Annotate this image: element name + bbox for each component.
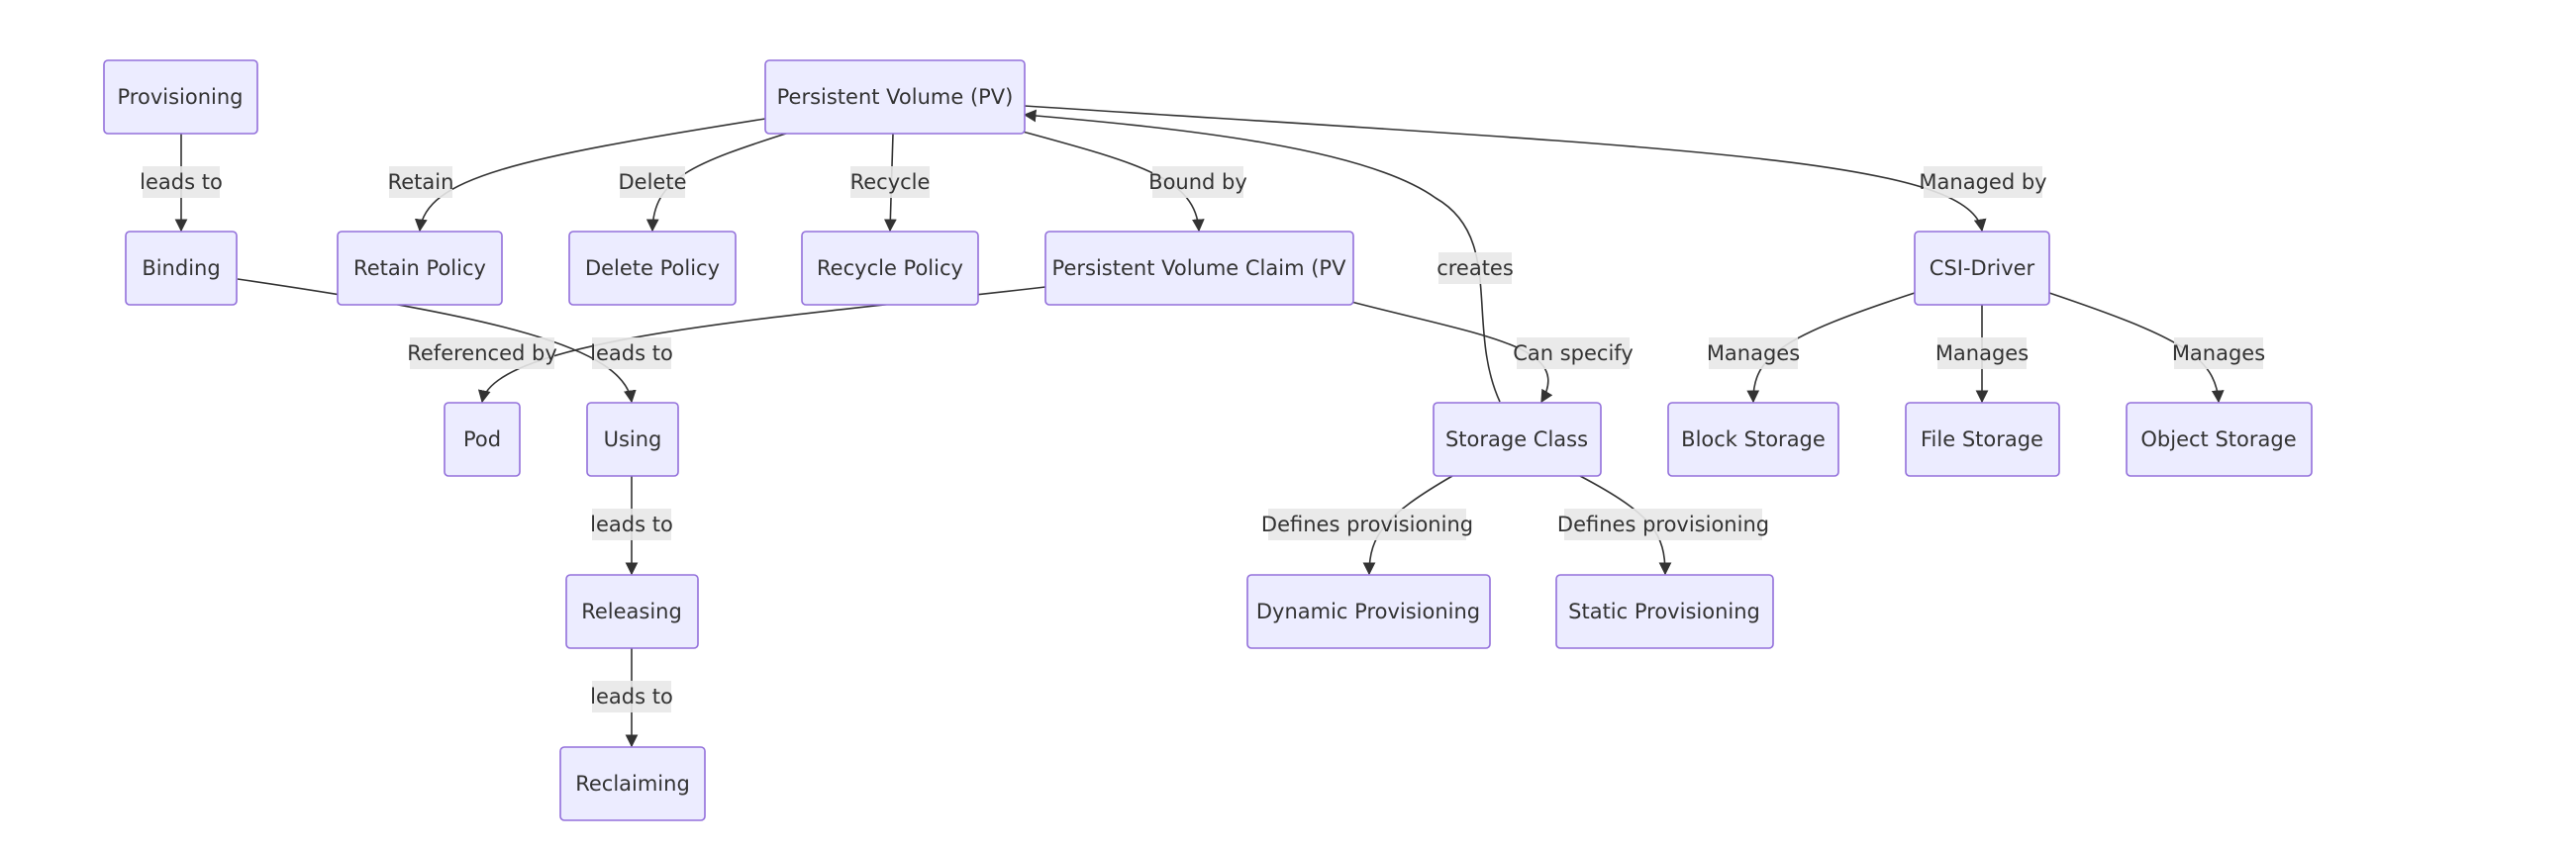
edge-label-delete: Delete — [619, 166, 687, 198]
svg-text:Object Storage: Object Storage — [2140, 427, 2296, 451]
edge-label-leads-to: leads to — [590, 337, 673, 369]
svg-text:Retain Policy: Retain Policy — [353, 256, 486, 280]
edge-label-creates: creates — [1437, 252, 1514, 284]
edge-pv-delete-policy — [645, 131, 793, 233]
edge-binding-using — [237, 278, 637, 404]
edge-label-can-specify: Can specify — [1513, 337, 1634, 369]
svg-text:Pod: Pod — [463, 427, 501, 451]
edge-pv-csi-driver — [1024, 105, 1987, 233]
node-provisioning: Provisioning — [103, 59, 258, 135]
edge-label-manages: Manages — [1707, 337, 1800, 369]
svg-text:Block Storage: Block Storage — [1681, 427, 1826, 451]
edge-pvc-storage-class — [1350, 301, 1553, 404]
svg-text:Manages: Manages — [1935, 341, 2029, 365]
svg-text:creates: creates — [1437, 256, 1514, 280]
svg-text:Releasing: Releasing — [581, 600, 682, 623]
node-binding: Binding — [125, 231, 238, 306]
node-persistent-volume-claim: Persistent Volume Claim (PV — [1044, 231, 1354, 306]
edge-label-bound-by: Bound by — [1148, 166, 1247, 198]
node-retain-policy: Retain Policy — [337, 231, 503, 306]
node-persistent-volume: Persistent Volume (PV) — [764, 59, 1026, 135]
edge-label-defines-provisioning: Defines provisioning — [1557, 509, 1769, 540]
node-recycle-policy: Recycle Policy — [801, 231, 979, 306]
edge-label-leads-to: leads to — [590, 681, 673, 712]
svg-text:Recycle Policy: Recycle Policy — [817, 256, 963, 280]
svg-text:Managed by: Managed by — [1919, 170, 2046, 194]
svg-text:Reclaiming: Reclaiming — [575, 772, 690, 796]
edge-label-leads-to: leads to — [140, 166, 223, 198]
svg-text:leads to: leads to — [590, 341, 673, 365]
svg-text:Dynamic Provisioning: Dynamic Provisioning — [1256, 600, 1480, 623]
svg-text:Referenced by: Referenced by — [407, 341, 557, 365]
svg-text:Delete Policy: Delete Policy — [585, 256, 720, 280]
svg-text:Recycle: Recycle — [850, 170, 931, 194]
edge-label-retain: Retain — [388, 166, 454, 198]
node-static-provisioning: Static Provisioning — [1555, 574, 1774, 649]
edge-label-manages: Manages — [1935, 337, 2029, 369]
node-storage-class: Storage Class — [1433, 402, 1602, 477]
svg-text:File Storage: File Storage — [1921, 427, 2043, 451]
edge-label-managed-by: Managed by — [1919, 166, 2047, 198]
edge-pv-retain-policy — [414, 118, 766, 233]
node-pod: Pod — [444, 402, 521, 477]
svg-text:Can specify: Can specify — [1513, 341, 1634, 365]
svg-text:Retain: Retain — [388, 170, 454, 194]
svg-text:Storage Class: Storage Class — [1445, 427, 1588, 451]
edge-label-leads-to: leads to — [590, 509, 673, 540]
svg-text:Binding: Binding — [142, 256, 220, 280]
svg-text:Static Provisioning: Static Provisioning — [1568, 600, 1760, 623]
svg-text:Persistent Volume (PV): Persistent Volume (PV) — [777, 85, 1014, 109]
edge-label-recycle: Recycle — [850, 166, 931, 198]
svg-text:Persistent Volume Claim (PV: Persistent Volume Claim (PV — [1052, 256, 1347, 280]
svg-text:leads to: leads to — [590, 685, 673, 708]
node-csi-driver: CSI-Driver — [1914, 231, 2050, 306]
svg-text:leads to: leads to — [590, 513, 673, 536]
node-delete-policy: Delete Policy — [568, 231, 737, 306]
svg-text:CSI-Driver: CSI-Driver — [1930, 256, 2035, 280]
node-file-storage: File Storage — [1905, 402, 2060, 477]
svg-text:Delete: Delete — [619, 170, 687, 194]
edge-label-defines-provisioning: Defines provisioning — [1261, 509, 1473, 540]
node-dynamic-provisioning: Dynamic Provisioning — [1246, 574, 1491, 649]
edge-label-manages: Manages — [2172, 337, 2265, 369]
edge-label-referenced-by: Referenced by — [407, 337, 557, 369]
svg-text:Manages: Manages — [2172, 341, 2265, 365]
svg-text:Using: Using — [604, 427, 662, 451]
svg-text:Defines provisioning: Defines provisioning — [1557, 513, 1769, 536]
svg-text:Defines provisioning: Defines provisioning — [1261, 513, 1473, 536]
node-object-storage: Object Storage — [2126, 402, 2313, 477]
edge-storage-class-pv — [1023, 109, 1501, 403]
node-releasing: Releasing — [565, 574, 699, 649]
svg-text:Manages: Manages — [1707, 341, 1800, 365]
node-using: Using — [586, 402, 679, 477]
node-block-storage: Block Storage — [1667, 402, 1839, 477]
node-reclaiming: Reclaiming — [559, 746, 706, 821]
svg-text:Provisioning: Provisioning — [118, 85, 244, 109]
svg-text:Bound by: Bound by — [1148, 170, 1247, 194]
svg-text:leads to: leads to — [140, 170, 223, 194]
